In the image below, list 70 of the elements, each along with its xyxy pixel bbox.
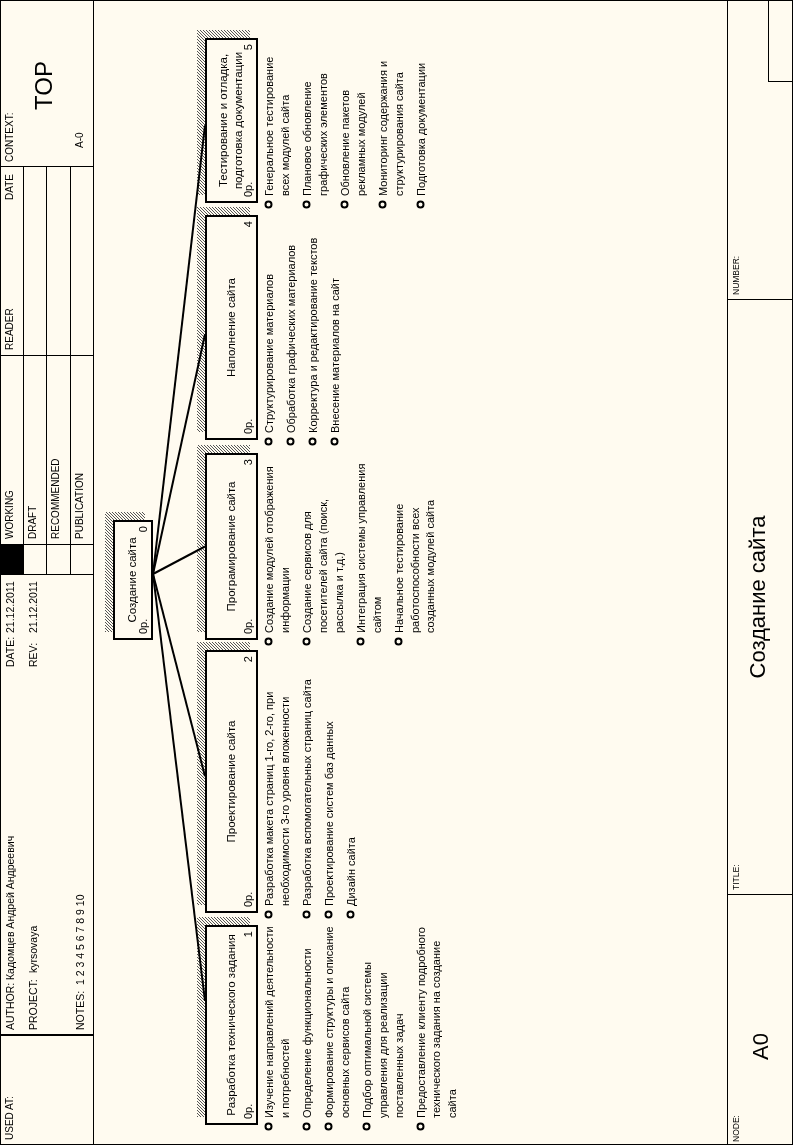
node-number: 2	[242, 656, 254, 663]
bullet-text: Разработка макета страниц 1-го, 2-го, при необходимости 3-го уровня вложенности	[262, 690, 292, 906]
field-label: TITLE:	[731, 864, 742, 890]
activity-box	[205, 650, 258, 913]
cost-label: 0р.	[242, 418, 254, 434]
status-label: WORKING	[4, 490, 16, 539]
bullet-text: Создание модулей отображения информации	[262, 465, 292, 633]
field-label: AUTHOR:	[4, 982, 17, 1030]
field-label: REV:	[27, 642, 40, 667]
activity-box	[205, 38, 258, 203]
node-label: Создание сайта	[125, 536, 139, 625]
node-number: 0	[137, 526, 149, 533]
diagram-title: Создание сайта	[745, 514, 771, 681]
node-label: Тестирование и отладка, подготовка документации	[216, 50, 245, 190]
status-label: PUBLICATION	[74, 473, 86, 539]
bullet-text: Подготовка документации	[413, 62, 428, 196]
field-label: NODE:	[731, 1115, 742, 1142]
node-reference: A-0	[74, 132, 86, 148]
context-value: TOP	[30, 61, 58, 110]
cost-label: 0р.	[242, 1103, 254, 1119]
status-label: DRAFT	[27, 505, 39, 539]
field-label: DATE:	[4, 636, 17, 667]
field-label: READER	[4, 308, 16, 350]
bullet-text: Определение функциональности	[299, 948, 314, 1118]
activity-box	[113, 520, 153, 640]
author-name: Кадомцев Андрей Андреевич	[4, 835, 17, 980]
activity-box	[205, 453, 258, 640]
bullet-text: Предоставление клиенту подробного технического задания на создание сайта	[413, 926, 460, 1118]
field-label: NOTES:	[74, 990, 87, 1030]
bullet-text: Структурирование материалов	[262, 273, 276, 433]
cost-label: 0р.	[242, 181, 254, 197]
node-label: Проектирование сайта	[223, 719, 238, 845]
bullet-text: Проектирование систем баз данных	[321, 721, 336, 906]
bullet-text: Плановое обновление графических элементов	[299, 72, 330, 196]
bullet-text: Обработка графических материалов	[283, 244, 298, 433]
status-label: RECOMMENDED	[50, 458, 62, 539]
node-number: 5	[242, 44, 254, 51]
field-label: CONTEXT:	[4, 112, 16, 162]
bullet-text: Интеграция системы управления сайтом	[353, 462, 384, 633]
cost-label: 0р.	[242, 618, 254, 634]
node-label: Наполнение сайта	[223, 277, 238, 379]
activity-box	[205, 215, 258, 440]
bullet-text: Начальное тестирование работоспособности всех созданных модулей сайта	[391, 498, 438, 633]
bullet-text: Изучение направлений деятельности и потребностей	[262, 925, 292, 1118]
connector-line	[152, 545, 206, 575]
node-number: 3	[242, 459, 254, 466]
cost-label: 0р.	[242, 891, 254, 907]
date-value: 21.12.2011	[4, 581, 17, 633]
node-number: 4	[242, 221, 254, 228]
bullet-text: Дизайн сайта	[343, 837, 358, 906]
notes-numbers: 1 2 3 4 5 6 7 8 9 10	[74, 894, 87, 985]
field-label: NUMBER:	[731, 255, 742, 295]
field-label: DATE	[4, 174, 16, 200]
field-label: PROJECT:	[27, 979, 40, 1030]
node-value: A0	[748, 1033, 774, 1060]
bullet-text: Создание сервисов для посетителей сайта (поиск, рассылка и т.д.)	[299, 498, 346, 633]
node-number: 1	[242, 931, 254, 938]
node-label: Разработка технического задания	[223, 933, 238, 1117]
node-label: Програмирование сайта	[223, 480, 238, 614]
bullet-text: Разработка вспомогательных страниц сайта	[299, 679, 314, 906]
field-label: USED AT:	[4, 1096, 16, 1140]
bullet-text: Внесение материалов на сайт	[327, 278, 342, 433]
activity-box	[205, 925, 258, 1125]
cost-label: 0р.	[137, 618, 149, 634]
bullet-text: Мониторинг содержания и структурирования сайта	[375, 59, 406, 196]
date-value: 21.12.2011	[27, 581, 40, 633]
bullet-text: Генеральное тестирование всех модулей сайта	[262, 55, 292, 196]
bullet-text: Корректура и редактирование текстов	[305, 237, 320, 433]
bullet-text: Подбор оптимальной системы управления для реализации поставленных задач	[359, 961, 406, 1118]
project-name: kyrsovaya	[27, 925, 40, 973]
